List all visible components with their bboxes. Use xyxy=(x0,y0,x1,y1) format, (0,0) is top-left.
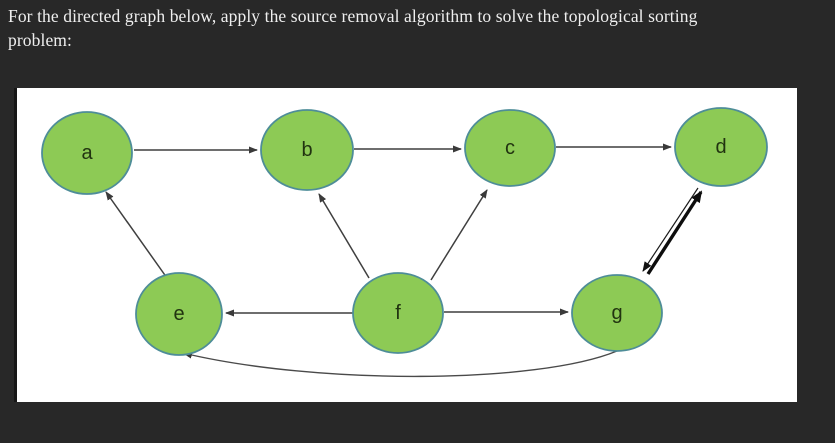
node-d-label: d xyxy=(715,136,726,158)
nodes-layer: a b c d e f g xyxy=(41,107,768,356)
node-b-label: b xyxy=(301,139,312,161)
edge-e-a xyxy=(105,191,168,279)
edge-g-e xyxy=(182,350,618,378)
node-g-ellipse xyxy=(571,274,663,352)
question-text: For the directed graph below, apply the … xyxy=(8,4,820,52)
edges-layer xyxy=(105,143,703,378)
graph-panel: a b c d e f g xyxy=(14,88,797,402)
node-d-ellipse xyxy=(674,107,768,187)
node-a: a xyxy=(41,111,133,195)
node-c-ellipse xyxy=(464,109,556,187)
edge-g-d xyxy=(646,190,703,275)
node-e: e xyxy=(135,272,223,356)
node-g: g xyxy=(571,274,663,352)
node-d: d xyxy=(674,107,768,187)
node-a-label: a xyxy=(81,142,93,164)
node-c-label: c xyxy=(505,137,515,159)
node-e-ellipse xyxy=(135,272,223,356)
node-b: b xyxy=(260,109,354,191)
node-b-ellipse xyxy=(260,109,354,191)
node-f: f xyxy=(352,272,444,354)
question-line-1: For the directed graph below, apply the … xyxy=(8,6,698,26)
node-f-ellipse xyxy=(352,272,444,354)
graph-canvas: a b c d e f g xyxy=(41,107,768,378)
node-g-label: g xyxy=(611,302,622,324)
question-line-2: problem: xyxy=(8,30,72,50)
edge-d-g xyxy=(642,187,699,272)
node-c: c xyxy=(464,109,556,187)
edge-f-c xyxy=(430,189,488,281)
node-e-label: e xyxy=(173,303,184,325)
edge-f-b xyxy=(318,193,370,279)
node-a-ellipse xyxy=(41,111,133,195)
node-f-label: f xyxy=(395,302,401,324)
